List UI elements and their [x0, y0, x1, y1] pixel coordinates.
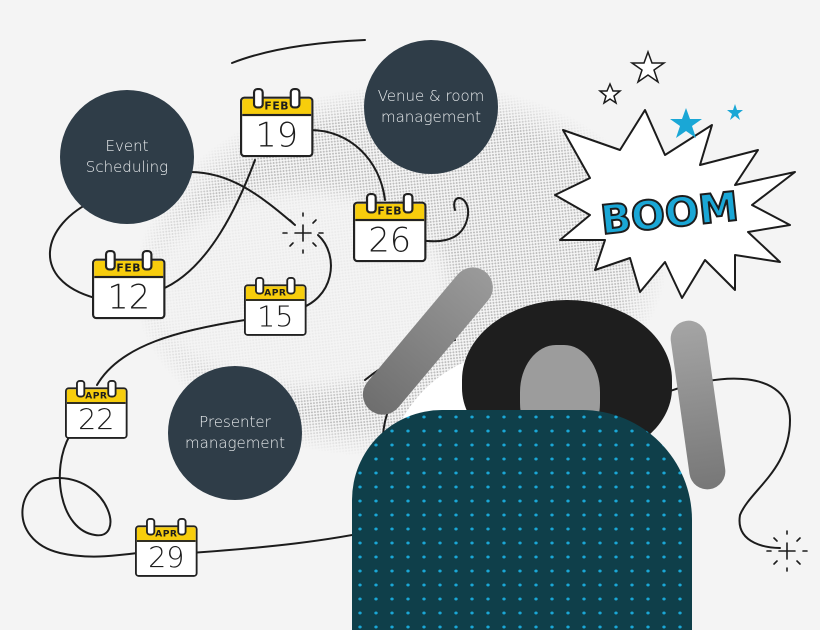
- calendar-day: 29: [148, 541, 185, 576]
- event-scheduling-bubble: Event Scheduling: [60, 90, 194, 224]
- star-icon: [597, 82, 623, 105]
- calendar-day: 26: [368, 221, 412, 260]
- sparkle-icon: [282, 212, 324, 254]
- bubble-line: management: [381, 108, 481, 126]
- bubble-line: Presenter: [199, 413, 271, 431]
- sparkle-icon: [766, 530, 808, 572]
- calendar-day: 12: [107, 278, 151, 317]
- star-icon: [629, 49, 667, 84]
- star-icon: [727, 104, 743, 120]
- bubble-line: management: [185, 434, 285, 452]
- bubble-line: Scheduling: [85, 158, 169, 176]
- calendar-day: 15: [257, 300, 294, 335]
- person-photo: [352, 259, 728, 630]
- calendar-day: 22: [78, 403, 115, 438]
- bubble-line: Venue & room: [377, 87, 485, 105]
- presenter-management-bubble: Presenter management: [168, 366, 302, 500]
- calendar-day: 19: [255, 116, 299, 155]
- venue-management-bubble: Venue & room management: [364, 40, 498, 174]
- star-icon: [670, 108, 702, 138]
- bubble-line: Event: [105, 137, 149, 155]
